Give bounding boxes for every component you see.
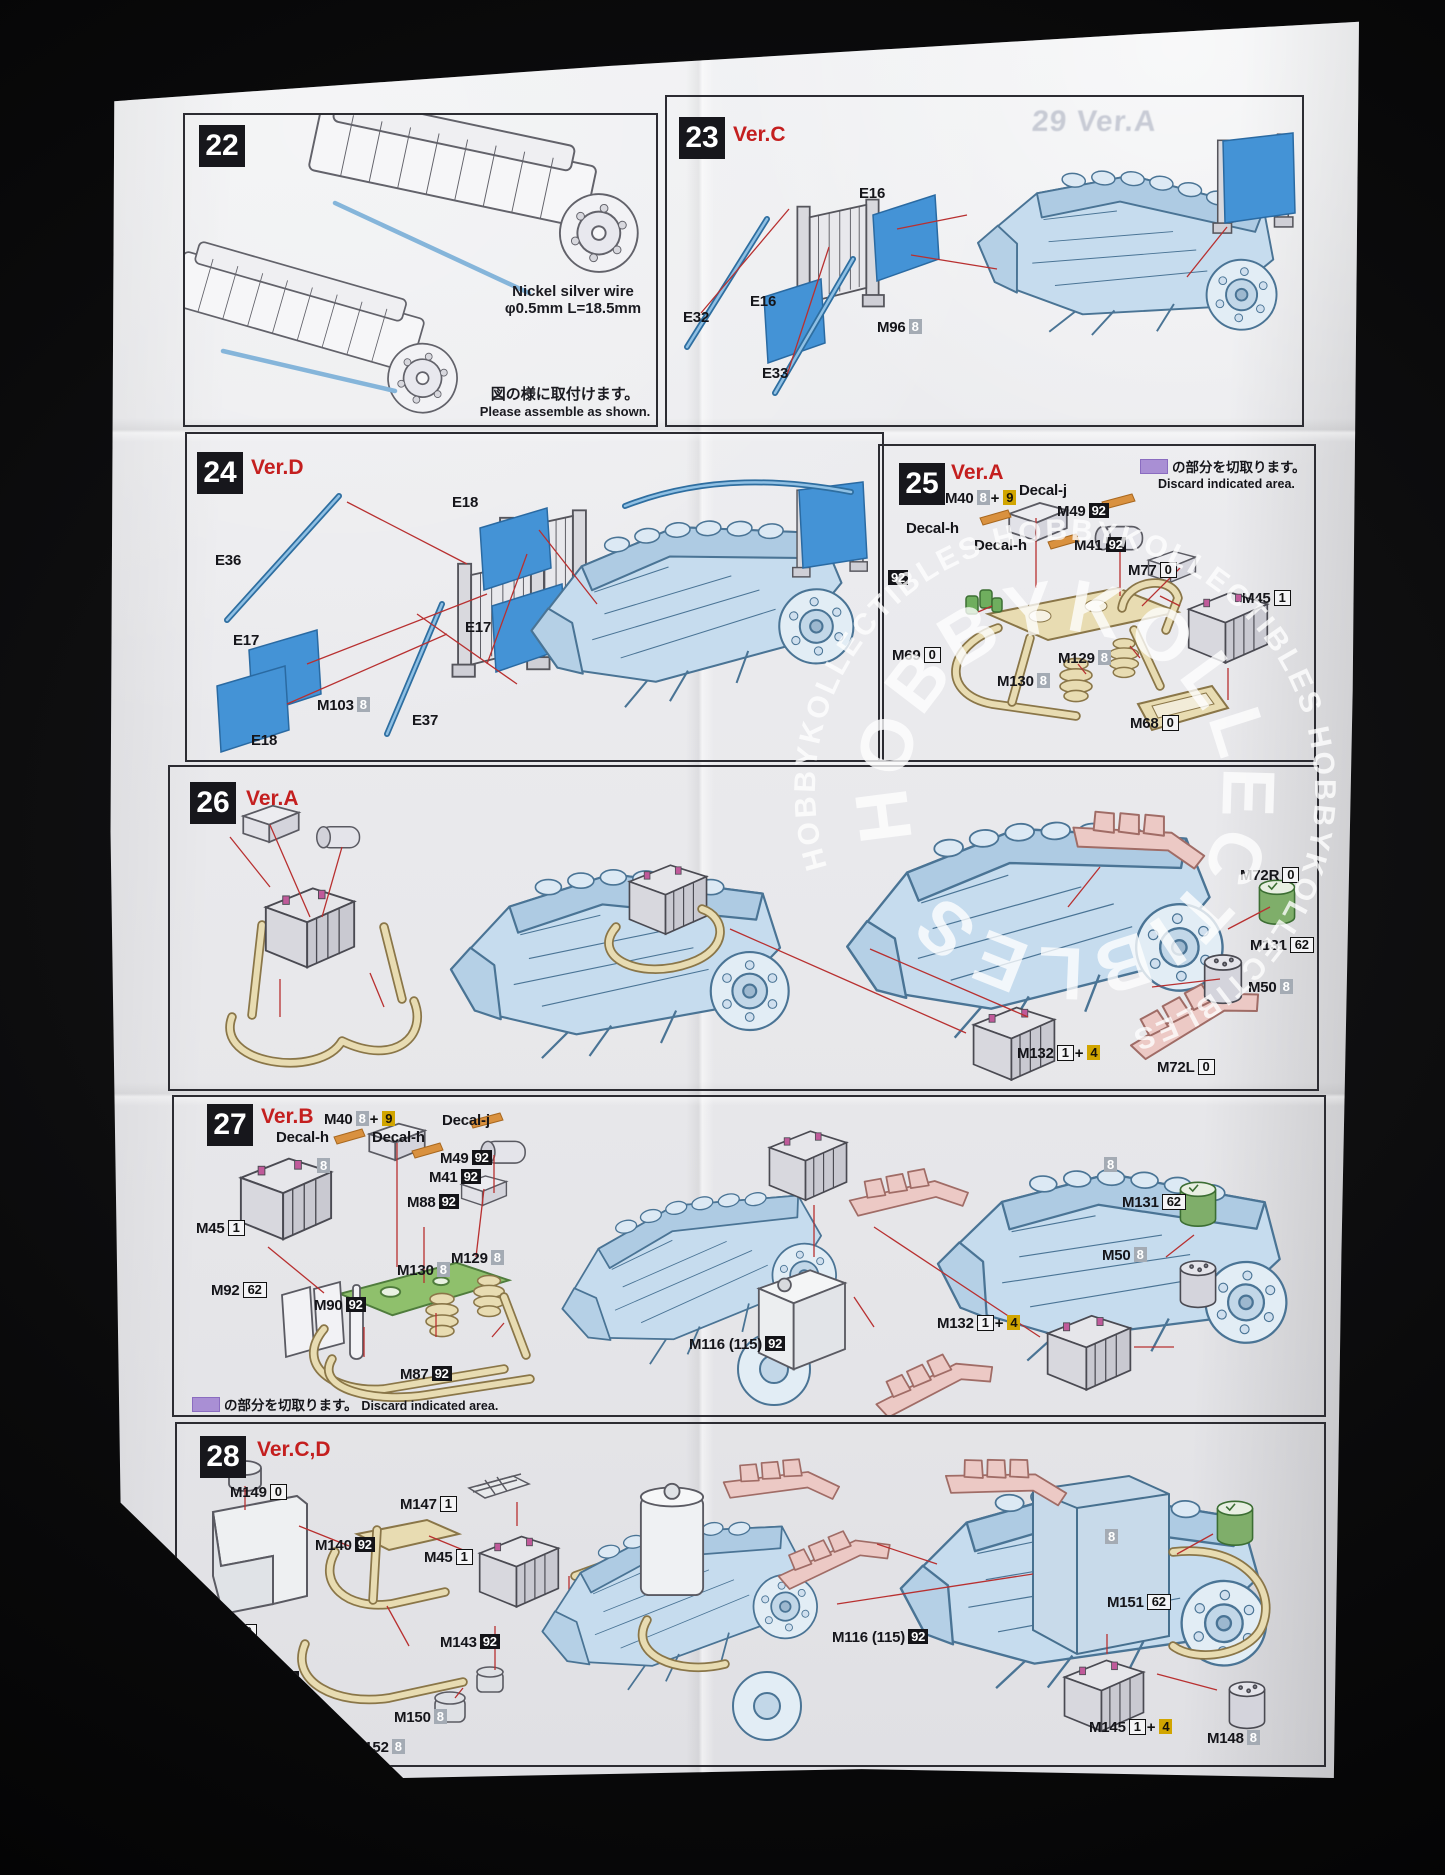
part-label-decal-h1: Decal-h — [276, 1129, 329, 1146]
part-label-e33: E33 — [762, 365, 789, 382]
part-label-decal-h2: Decal-h — [974, 537, 1027, 554]
part-label-decal-h2: Decal-h — [372, 1129, 425, 1146]
part-label-e17-left: E17 — [233, 632, 260, 649]
diagram-step28 — [211, 1434, 1272, 1741]
version-label: Ver.B — [261, 1105, 314, 1128]
discard-swatch — [1140, 459, 1168, 474]
step-number-badge: 27 — [207, 1104, 253, 1146]
version-label: Ver.C,D — [257, 1438, 331, 1461]
part-label-m116: M116 (115)92 — [832, 1629, 929, 1646]
part-label-e17-right: E17 — [465, 619, 492, 636]
part-label-8: 8 — [1105, 1529, 1119, 1546]
diagram-step27 — [239, 1112, 1295, 1415]
part-label-e16-top: E16 — [859, 185, 886, 202]
part-label-e18-top: E18 — [452, 494, 479, 511]
instruction-sheet: 22 Nickel silver wire φ0.5mm L=18.5mm 図の… — [110, 21, 1359, 1778]
step-number-badge: 28 — [200, 1436, 246, 1478]
part-label-m116: M116 (115)92 — [689, 1336, 786, 1353]
part-label-e37: E37 — [412, 712, 439, 729]
diagram-step26 — [225, 783, 1296, 1081]
step-number-badge: 22 — [199, 125, 245, 167]
step-number-badge: 26 — [190, 782, 236, 824]
step-number-badge: 25 — [899, 463, 945, 505]
step-number-badge: 23 — [679, 117, 725, 159]
discard-note: の部分を切取ります。 Discard indicated area. — [1140, 456, 1306, 491]
diagram-step24 — [216, 479, 868, 754]
version-label: Ver.D — [251, 456, 304, 479]
discard-swatch — [192, 1397, 220, 1412]
part-label-92: 92 — [888, 570, 909, 587]
part-label-e18-bottom: E18 — [251, 732, 278, 749]
part-label-8-right: 8 — [1104, 1157, 1118, 1174]
version-label: Ver.C — [733, 123, 786, 146]
part-label-e16-mid: E16 — [750, 293, 777, 310]
assemble-note: 図の様に取付けます。 Please assemble as shown. — [479, 386, 651, 419]
discard-note: の部分を切取ります。 Discard indicated area. — [192, 1394, 498, 1414]
diagram-step23 — [684, 132, 1296, 396]
part-label-e32: E32 — [683, 309, 710, 326]
step-box-22: 22 Nickel silver wire φ0.5mm L=18.5mm 図の… — [183, 113, 658, 427]
diagram-step22 — [185, 115, 655, 422]
part-label-8: 8 — [317, 1158, 331, 1175]
part-label-e36: E36 — [215, 552, 242, 569]
version-label: Ver.A — [951, 461, 1004, 484]
part-label-decal-j: Decal-j — [442, 1112, 490, 1129]
version-label: Ver.A — [246, 787, 299, 810]
part-label-decal-j: Decal-j — [1019, 482, 1067, 499]
part-label-decal-h1: Decal-h — [906, 520, 959, 537]
diagram-step25 — [951, 493, 1269, 732]
step-number-badge: 24 — [197, 452, 243, 494]
ghost-print-step29: 29 Ver.A — [1030, 105, 1158, 138]
wire-note: Nickel silver wire φ0.5mm L=18.5mm — [504, 283, 642, 317]
